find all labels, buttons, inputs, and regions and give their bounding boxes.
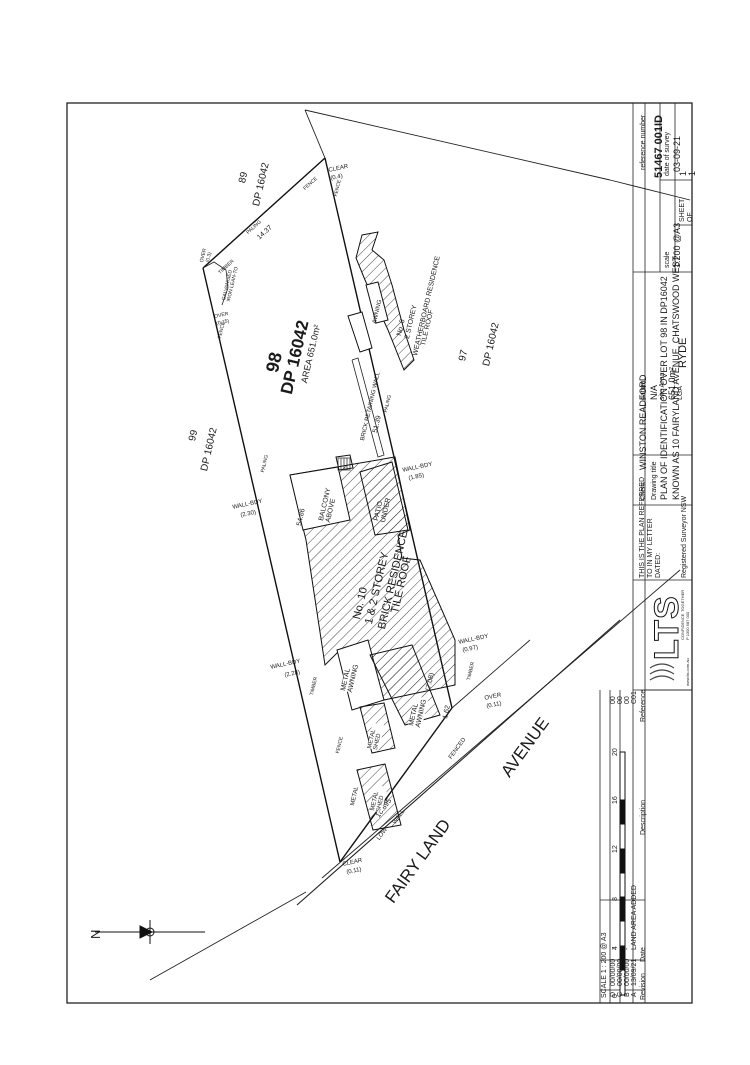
sheet-of-label: OF [687,212,694,222]
street-kerb [296,619,621,906]
revision-b-ref: 00 [624,696,631,704]
revision-a-date: 13/09/21 [631,958,638,986]
revisions-header-rev: Revision [640,973,647,1000]
scale-tick-12: 12 [612,845,619,853]
drawing-title-line-2: KNOWN AS 10 FAIRYLAND AVENUE, CHATSWOOD … [671,255,681,500]
north-arrow-icon [95,920,205,944]
revision-a-desc: LAND AREA ADDED [631,885,638,950]
plan-ref-note-3: DATED: [655,552,662,578]
revision-b-rev: B [624,992,631,997]
sheet-border [66,102,693,1004]
revisions-header-ref: Reference [640,689,647,722]
revision-d-ref: 00 [610,696,617,704]
sheet-total: 1 [687,170,697,176]
scale-tick-20: 20 [612,748,619,756]
steps [337,457,351,471]
sheet-label: SHEET [679,198,686,222]
scale-note: SCALE 1 : 200 @ A3 [601,932,608,998]
plan-ref-note-1: THIS IS THE PLAN REFERRED [639,476,646,578]
north-label: N [88,929,103,939]
scale-tick-0: 0 [612,994,619,998]
scale-tick-4: 4 [612,946,619,950]
company-phone: P 1300 587 000 [685,611,690,640]
company-website: www.lts.com.au [685,658,690,686]
plan-ref-note-2: TO IN MY LETTER [647,518,654,578]
revision-c-ref: 00 [617,696,624,704]
brick-retaining-wall [351,357,385,458]
revision-b-desc: - [624,947,631,950]
company-logo-text: LTS [648,595,687,661]
reference-label: reference number [640,114,647,170]
scale-tick-8: 8 [612,897,619,901]
drawing-title-label: Drawing title [651,461,658,500]
revisions-header-date: Date [640,947,647,962]
revision-c-date: 00/00/00 [617,958,624,986]
revision-a-ref: C01 [631,691,638,704]
scale-tick-16: 16 [612,796,619,804]
scale-bar [619,751,626,996]
date-of-survey-label: date of survey [664,132,671,176]
revision-a-rev: A [631,992,638,997]
date-of-survey: 03-09-21 [672,135,682,172]
title-block-frame [599,103,692,1003]
company-tagline-2: TOGETHER [680,589,685,612]
scale-label: scale [664,251,671,268]
company-logo-icon [649,663,675,681]
revision-b-date: 00/00/00 [624,958,631,986]
revision-d-date: 00/00/00 [610,958,617,986]
datum-value: N/A [649,384,659,400]
registered-surveyor: Registered Surveyor NSW [681,495,688,578]
revisions-header-desc: Description [640,799,647,835]
neighbour-residence [347,231,415,371]
client-name: WINSTON READFORD [638,374,648,470]
galvanised-lean-to [202,261,229,306]
drawing-title-line-1: PLAN OF IDENTIFICATION OVER LOT 98 IN DP… [659,276,669,500]
